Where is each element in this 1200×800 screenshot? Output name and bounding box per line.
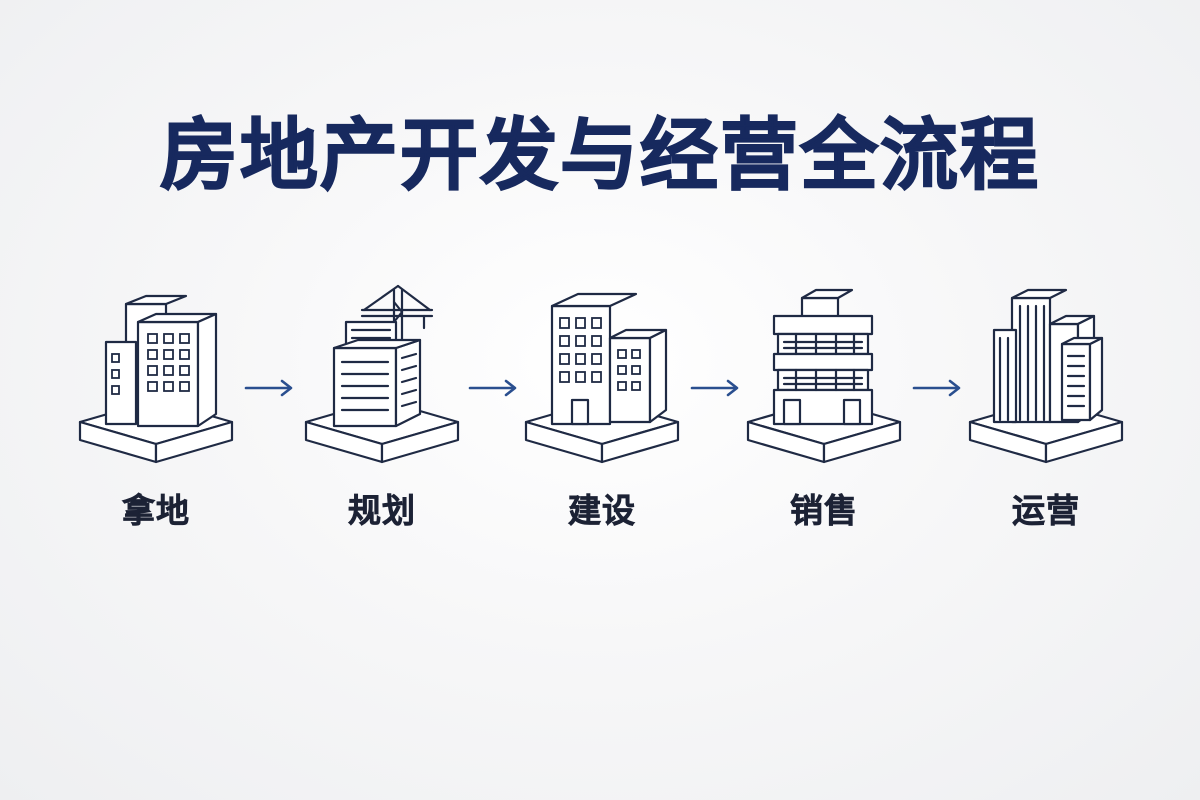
step-label-sales: 销售 bbox=[790, 491, 858, 531]
step-operation: 运营 bbox=[966, 282, 1126, 532]
land-acquisition-building-icon bbox=[78, 294, 234, 464]
step-sales: 销售 bbox=[744, 282, 904, 532]
step-label-land-acquisition: 拿地 bbox=[122, 491, 190, 531]
step-planning: 规划 bbox=[302, 282, 462, 532]
construction-building-icon bbox=[524, 292, 680, 464]
sales-building-icon bbox=[746, 288, 902, 464]
arrow-right-icon bbox=[690, 379, 739, 397]
step-label-construction: 建设 bbox=[568, 491, 636, 531]
step-land-acquisition: 拿地 bbox=[76, 282, 236, 532]
planning-crane-building-icon bbox=[304, 284, 460, 464]
step-construction: 建设 bbox=[522, 282, 682, 532]
arrow-right-icon bbox=[912, 379, 961, 397]
operation-building-icon bbox=[968, 288, 1124, 464]
arrow-right-icon bbox=[244, 379, 293, 397]
step-label-operation: 运营 bbox=[1012, 491, 1080, 531]
arrow-right-icon bbox=[468, 379, 517, 397]
page-title: 房地产开发与经营全流程 bbox=[159, 110, 1040, 202]
step-label-planning: 规划 bbox=[348, 491, 416, 531]
